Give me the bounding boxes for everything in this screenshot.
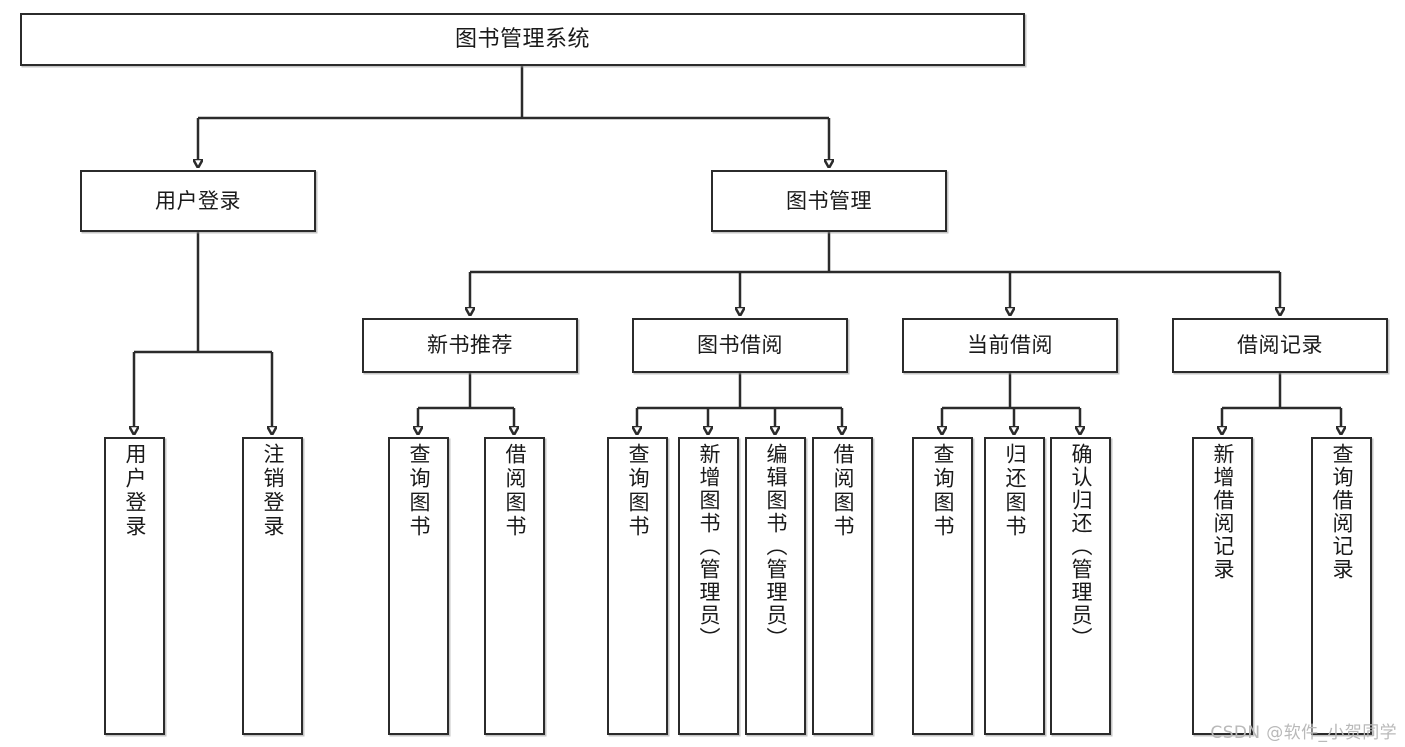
node-leaf-query-book-a[interactable]: 查询图书 [388,437,449,735]
node-leaf-query-borrow-record-label: 查询借阅记录 [1330,443,1354,581]
node-leaf-query-book-b-label: 查询图书 [626,443,650,539]
node-leaf-edit-book[interactable]: 编辑图书（管理员） [745,437,806,735]
node-leaf-query-borrow-record[interactable]: 查询借阅记录 [1311,437,1372,735]
node-book-borrow[interactable]: 图书借阅 [632,318,848,373]
node-leaf-borrow-book-a-label: 借阅图书 [503,443,527,539]
node-leaf-add-borrow-record-label: 新增借阅记录 [1211,443,1235,581]
node-leaf-borrow-book-b[interactable]: 借阅图书 [812,437,873,735]
node-borrow-record-label: 借阅记录 [1237,333,1323,358]
node-leaf-confirm-return-label: 确认归还（管理员） [1069,443,1093,650]
node-leaf-query-book-c[interactable]: 查询图书 [912,437,973,735]
node-leaf-edit-book-label: 编辑图书（管理员） [764,443,788,650]
node-root[interactable]: 图书管理系统 [20,13,1025,66]
node-leaf-confirm-return[interactable]: 确认归还（管理员） [1050,437,1111,735]
node-borrow-record[interactable]: 借阅记录 [1172,318,1388,373]
node-book-management-label: 图书管理 [786,188,872,213]
node-leaf-query-book-a-label: 查询图书 [407,443,431,539]
node-user-login-label: 用户登录 [155,188,241,213]
node-leaf-return-book[interactable]: 归还图书 [984,437,1045,735]
node-leaf-query-book-c-label: 查询图书 [931,443,955,539]
node-current-borrow[interactable]: 当前借阅 [902,318,1118,373]
csdn-watermark: CSDN @软件_小贺同学 [1210,723,1397,743]
node-leaf-borrow-book-a[interactable]: 借阅图书 [484,437,545,735]
node-leaf-add-book[interactable]: 新增图书（管理员） [678,437,739,735]
node-leaf-query-book-b[interactable]: 查询图书 [607,437,668,735]
node-leaf-borrow-book-b-label: 借阅图书 [831,443,855,539]
node-leaf-add-book-label: 新增图书（管理员） [697,443,721,650]
node-leaf-user-login-label: 用户登录 [123,443,147,539]
node-leaf-add-borrow-record[interactable]: 新增借阅记录 [1192,437,1253,735]
node-leaf-user-login[interactable]: 用户登录 [104,437,165,735]
node-user-login[interactable]: 用户登录 [80,170,316,232]
node-new-book-recommend-label: 新书推荐 [427,333,513,358]
node-root-label: 图书管理系统 [454,26,590,52]
node-book-borrow-label: 图书借阅 [697,333,783,358]
node-leaf-logout[interactable]: 注销登录 [242,437,303,735]
node-leaf-logout-label: 注销登录 [261,443,285,539]
node-new-book-recommend[interactable]: 新书推荐 [362,318,578,373]
node-current-borrow-label: 当前借阅 [967,333,1053,358]
node-book-management[interactable]: 图书管理 [711,170,947,232]
node-leaf-return-book-label: 归还图书 [1003,443,1027,539]
